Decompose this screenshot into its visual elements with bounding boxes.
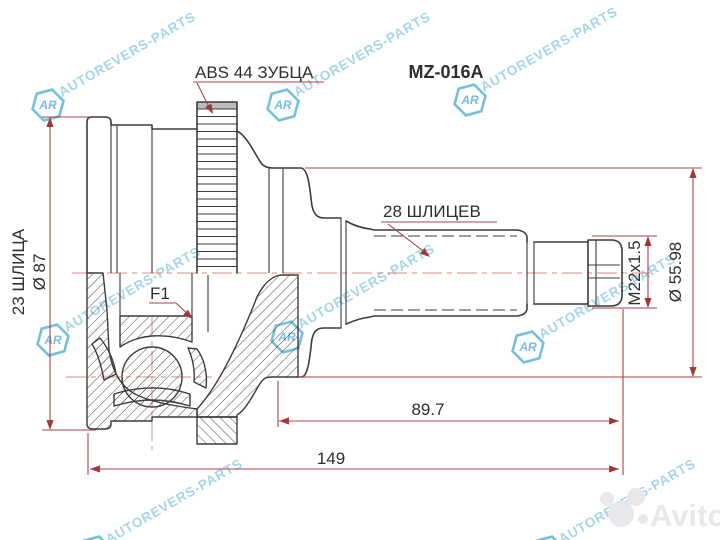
inner-race-section bbox=[119, 315, 193, 348]
label-abs-ring: ABS 44 ЗУБЦА bbox=[195, 63, 314, 82]
watermark-monogram: AR bbox=[43, 333, 62, 347]
cage-section-right bbox=[187, 347, 208, 389]
abs-ring bbox=[196, 101, 238, 274]
dim-spline-shaft-length bbox=[279, 417, 619, 425]
brand-watermark: AR AUTOREVERS-PARTS bbox=[36, 244, 203, 357]
section-view bbox=[86, 272, 299, 445]
watermark-monogram: AR bbox=[460, 93, 479, 107]
watermark-brand: AUTOREVERS-PARTS bbox=[103, 456, 245, 540]
dim-outer-diameter bbox=[46, 117, 54, 430]
label-thread: M22x1.5 bbox=[625, 240, 644, 305]
brand-watermark-layer: AR AUTOREVERS-PARTS AR AUTOREVERS-PARTS … bbox=[31, 4, 698, 540]
label-outer-splines: 28 ШЛИЦЕВ bbox=[383, 202, 481, 221]
bell-back-wall-section bbox=[196, 274, 299, 418]
avito-logo: Avito bbox=[600, 488, 720, 533]
part-code: MZ-016A bbox=[408, 62, 483, 82]
abs-ring-section bbox=[196, 416, 238, 445]
part-outline bbox=[86, 101, 623, 378]
brand-watermark: AR AUTOREVERS-PARTS bbox=[78, 456, 245, 540]
leader-groove-f1 bbox=[149, 302, 193, 319]
watermark-brand: AUTOREVERS-PARTS bbox=[478, 4, 620, 95]
leader-outer-splines bbox=[381, 221, 497, 257]
dimension-layer bbox=[42, 81, 702, 475]
brand-watermark: AR AUTOREVERS-PARTS bbox=[31, 9, 198, 122]
leader-abs-ring bbox=[193, 81, 324, 114]
cage-section-left bbox=[91, 337, 117, 381]
dim-text-total-length: 149 bbox=[317, 449, 345, 468]
label-abs-diameter: Ø 55.98 bbox=[666, 242, 685, 303]
watermark-brand: AUTOREVERS-PARTS bbox=[291, 9, 433, 100]
watermark-monogram: AR bbox=[273, 98, 292, 112]
watermark-monogram: AR bbox=[518, 340, 537, 354]
watermark-brand: AUTOREVERS-PARTS bbox=[56, 9, 198, 100]
label-outer-diameter: Ø 87 bbox=[30, 254, 49, 291]
watermark-monogram: AR bbox=[38, 98, 57, 112]
inner-race-lower-section bbox=[113, 387, 191, 407]
threaded-end bbox=[587, 239, 623, 307]
dim-abs-diameter bbox=[689, 168, 697, 377]
bell-wall-section bbox=[86, 272, 198, 430]
brand-watermark: AR AUTOREVERS-PARTS bbox=[453, 4, 620, 117]
avito-logo-text: Avito bbox=[650, 498, 720, 533]
dim-total-length bbox=[90, 465, 619, 473]
dim-thread bbox=[644, 236, 652, 308]
dim-text-spline-shaft-length: 89.7 bbox=[411, 400, 444, 419]
watermark-brand: AUTOREVERS-PARTS bbox=[536, 251, 678, 342]
label-layer: ABS 44 ЗУБЦА MZ-016A 28 ШЛИЦЕВ F1 89.7 1… bbox=[9, 62, 685, 468]
label-inner-splines: 23 ШЛИЦА bbox=[9, 228, 28, 315]
label-groove-f1: F1 bbox=[150, 284, 170, 303]
